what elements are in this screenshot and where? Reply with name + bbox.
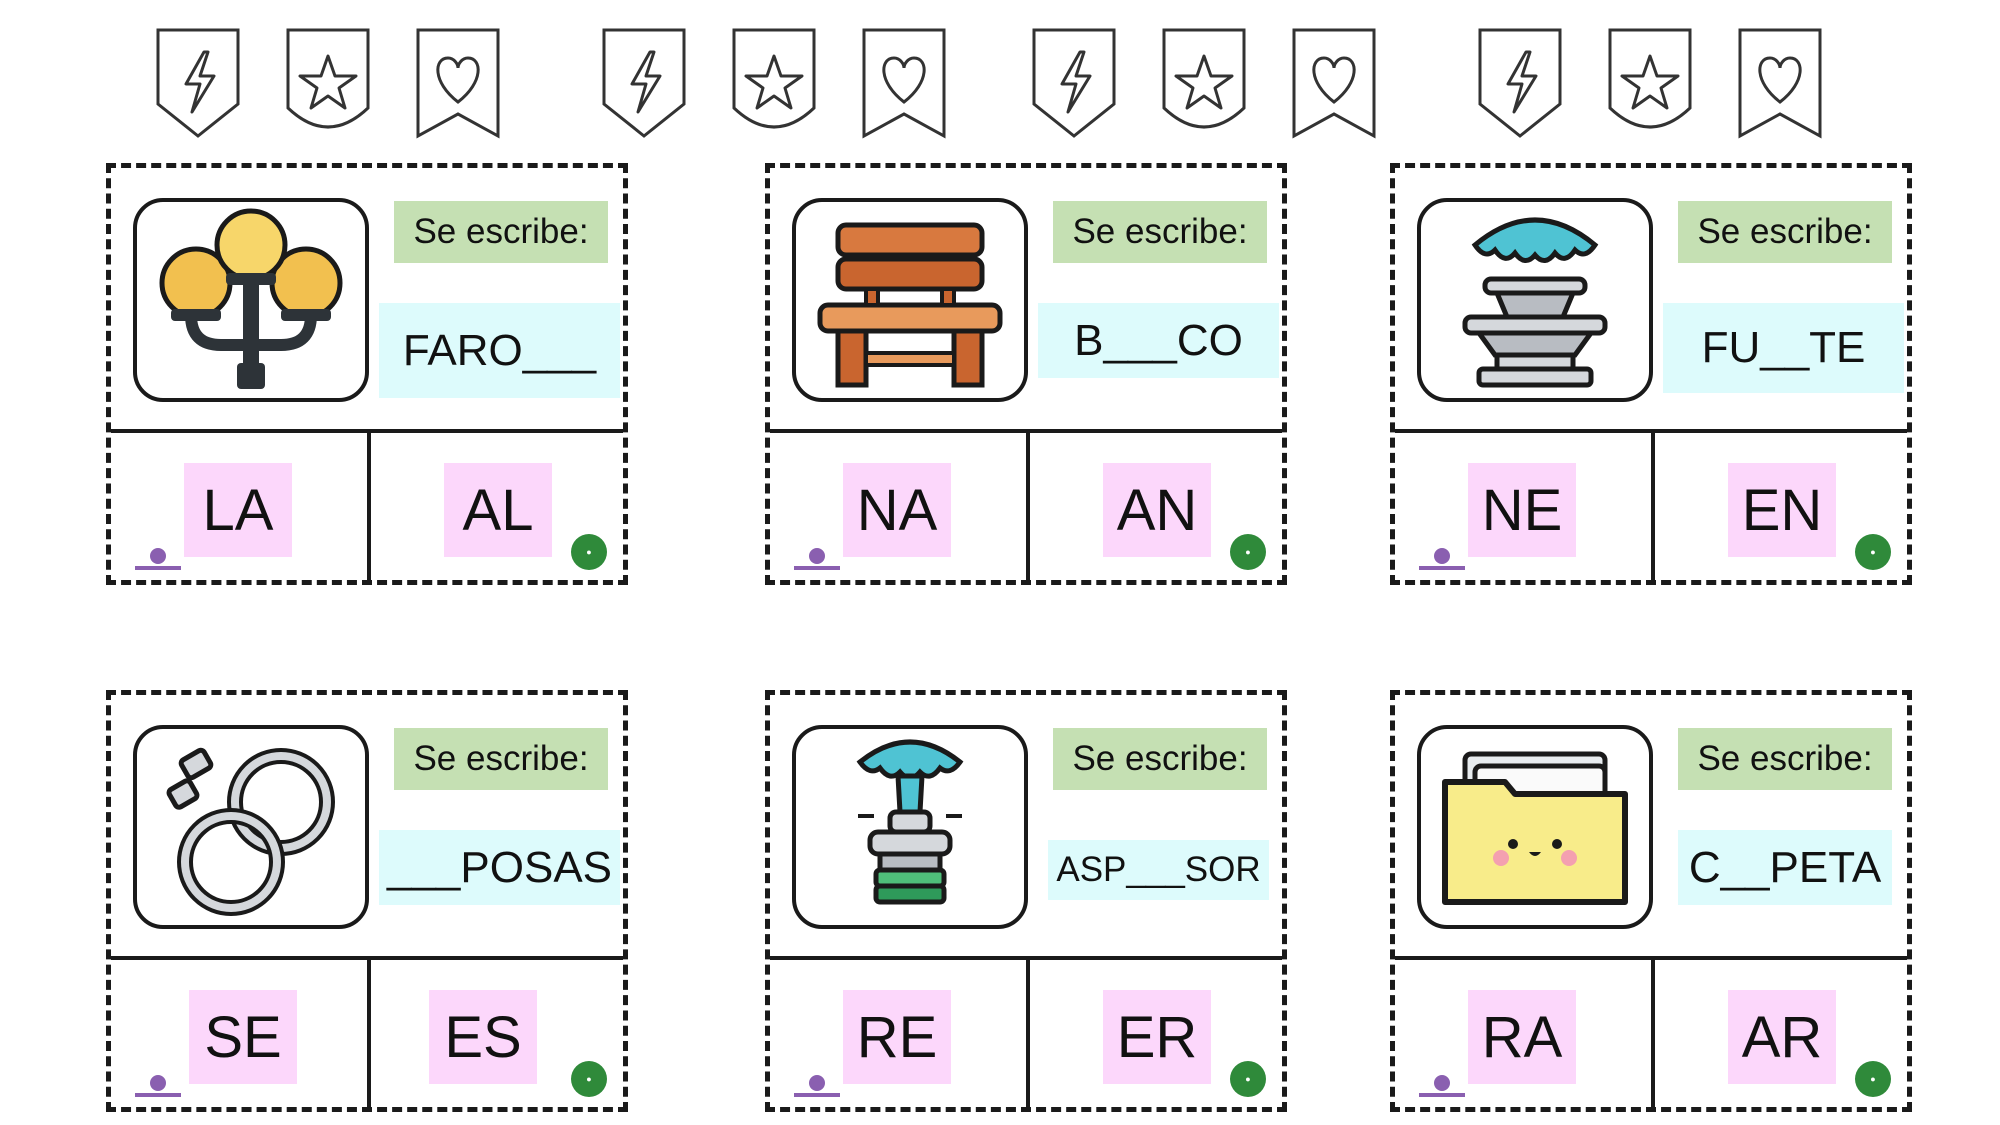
incomplete-word: B___CO: [1038, 303, 1279, 378]
heart-badge-icon: [412, 24, 504, 142]
handcuffs-icon: [133, 725, 369, 929]
prompt-label: Se escribe:: [1678, 201, 1892, 263]
option-syllable[interactable]: NA: [843, 463, 951, 557]
prompt-label: Se escribe:: [1053, 728, 1267, 790]
prompt-label: Se escribe:: [1053, 201, 1267, 263]
author-logo-icon: [1419, 1075, 1465, 1097]
option-cell[interactable]: AN ●: [1030, 433, 1286, 580]
lightning-badge-icon: [1028, 24, 1120, 142]
prompt-label: Se escribe:: [394, 201, 608, 263]
author-logo-icon: [794, 1075, 840, 1097]
lightning-badge-icon: [152, 24, 244, 142]
option-cell[interactable]: ER ●: [1030, 960, 1286, 1107]
prompt-label: Se escribe:: [1678, 728, 1892, 790]
author-logo-icon: [1419, 548, 1465, 570]
option-syllable[interactable]: NE: [1468, 463, 1576, 557]
lightning-badge-icon: [1474, 24, 1566, 142]
option-cell[interactable]: RA: [1395, 960, 1655, 1107]
option-syllable[interactable]: ER: [1103, 990, 1211, 1084]
author-logo-icon: [135, 1075, 181, 1097]
heart-badge-icon: [1734, 24, 1826, 142]
option-cell[interactable]: EN ●: [1655, 433, 1911, 580]
word-card: Se escribe: ___POSAS SE ES ●: [106, 690, 628, 1112]
card-top: Se escribe: FARO___: [111, 168, 623, 433]
lightning-badge-icon: [598, 24, 690, 142]
badge-row: [0, 0, 2000, 150]
incomplete-word: ___POSAS: [379, 830, 620, 905]
option-cell[interactable]: LA: [111, 433, 371, 580]
heart-badge-icon: [1288, 24, 1380, 142]
incomplete-word: ASP___SOR: [1048, 840, 1269, 900]
word-card: Se escribe: FARO___ LA AL ●: [106, 163, 628, 585]
option-syllable[interactable]: AN: [1103, 463, 1211, 557]
word-card: Se escribe: B___CO NA AN ●: [765, 163, 1287, 585]
star-badge-icon: [1158, 24, 1250, 142]
option-syllable[interactable]: RA: [1468, 990, 1576, 1084]
folder-icon: [1417, 725, 1653, 929]
option-syllable[interactable]: EN: [1728, 463, 1836, 557]
card-top: Se escribe: ___POSAS: [111, 695, 623, 960]
star-badge-icon: [728, 24, 820, 142]
word-card: Se escribe: ASP___SOR RE ER ●: [765, 690, 1287, 1112]
license-logo-icon: ●: [571, 1061, 607, 1097]
option-cell[interactable]: NE: [1395, 433, 1655, 580]
license-logo-icon: ●: [1855, 1061, 1891, 1097]
option-syllable[interactable]: LA: [184, 463, 292, 557]
card-top: Se escribe: ASP___SOR: [770, 695, 1282, 960]
prompt-label: Se escribe:: [394, 728, 608, 790]
option-syllable[interactable]: AR: [1728, 990, 1836, 1084]
star-badge-icon: [282, 24, 374, 142]
option-cell[interactable]: RE: [770, 960, 1030, 1107]
incomplete-word: FARO___: [379, 303, 620, 398]
option-cell[interactable]: AR ●: [1655, 960, 1911, 1107]
card-top: Se escribe: C__PETA: [1395, 695, 1907, 960]
star-badge-icon: [1604, 24, 1696, 142]
author-logo-icon: [135, 548, 181, 570]
option-cell[interactable]: AL ●: [371, 433, 627, 580]
author-logo-icon: [794, 548, 840, 570]
option-syllable[interactable]: AL: [444, 463, 552, 557]
card-top: Se escribe: B___CO: [770, 168, 1282, 433]
license-logo-icon: ●: [1230, 534, 1266, 570]
option-cell[interactable]: SE: [111, 960, 371, 1107]
option-cell[interactable]: NA: [770, 433, 1030, 580]
incomplete-word: FU__TE: [1663, 303, 1904, 393]
street-lamp-icon: [133, 198, 369, 402]
fountain-icon: [1417, 198, 1653, 402]
license-logo-icon: ●: [1855, 534, 1891, 570]
word-card: Se escribe: FU__TE NE EN ●: [1390, 163, 1912, 585]
license-logo-icon: ●: [1230, 1061, 1266, 1097]
bench-icon: [792, 198, 1028, 402]
option-syllable[interactable]: ES: [429, 990, 537, 1084]
option-syllable[interactable]: RE: [843, 990, 951, 1084]
heart-badge-icon: [858, 24, 950, 142]
word-card: Se escribe: C__PETA RA AR ●: [1390, 690, 1912, 1112]
incomplete-word: C__PETA: [1678, 830, 1892, 905]
option-syllable[interactable]: SE: [189, 990, 297, 1084]
card-top: Se escribe: FU__TE: [1395, 168, 1907, 433]
option-cell[interactable]: ES ●: [371, 960, 627, 1107]
sprinkler-icon: [792, 725, 1028, 929]
license-logo-icon: ●: [571, 534, 607, 570]
